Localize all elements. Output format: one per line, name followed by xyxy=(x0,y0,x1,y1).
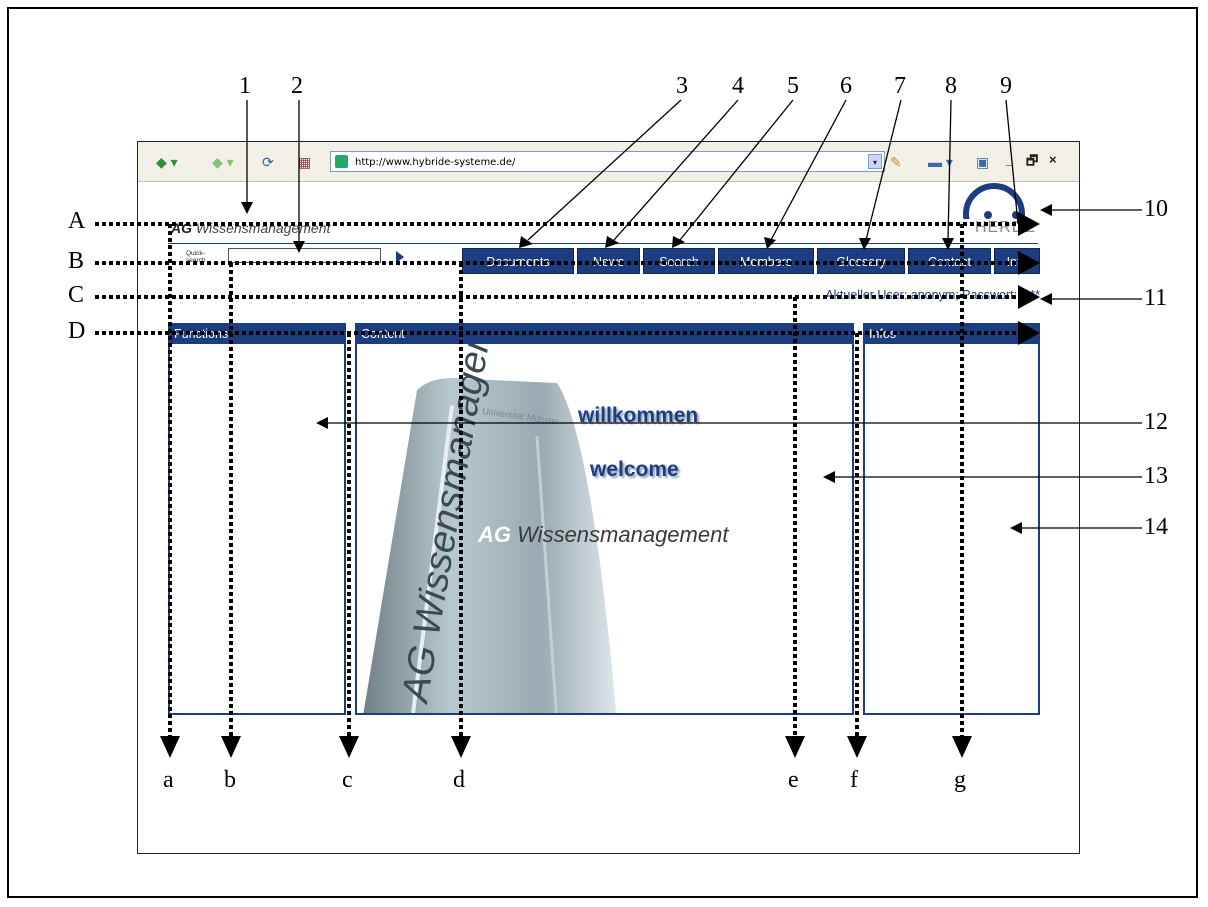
label-col-g: g xyxy=(954,767,966,793)
restore-button[interactable]: 🗗 xyxy=(1026,153,1039,168)
col-arrow-e xyxy=(785,736,805,758)
close-button[interactable]: × xyxy=(1049,152,1057,167)
leader-9 xyxy=(1005,99,1019,225)
leader-7 xyxy=(865,99,902,241)
leader-arrow-4 xyxy=(605,236,619,248)
leader-arrow-11 xyxy=(1040,293,1052,305)
leader-4 xyxy=(613,99,739,241)
hero-brand-bold: AG xyxy=(478,522,511,547)
hero-brand: AG Wissensmanagement xyxy=(478,522,728,548)
toolbar-tool-icon[interactable]: ✎ xyxy=(890,154,902,170)
label-5: 5 xyxy=(787,73,799,99)
print-icon[interactable]: ▬ ▾ xyxy=(928,154,953,170)
label-10: 10 xyxy=(1144,196,1168,222)
leader-arrow-1 xyxy=(241,202,253,214)
label-14: 14 xyxy=(1144,514,1168,540)
label-col-e: e xyxy=(788,767,799,793)
window-icon[interactable]: ▣ xyxy=(976,154,990,170)
label-9: 9 xyxy=(1000,73,1012,99)
col-arrow-c xyxy=(339,736,359,758)
page-icon xyxy=(335,155,348,168)
figure-frame xyxy=(7,7,1198,898)
row-arrow-c xyxy=(1018,285,1040,309)
label-1: 1 xyxy=(239,73,251,99)
refresh-icon[interactable]: ⟳ xyxy=(262,154,274,170)
label-row-d: D xyxy=(68,318,86,344)
leader-arrow-5 xyxy=(672,236,685,248)
hero-brand-rest: Wissensmanagement xyxy=(511,522,729,547)
hero-image: AG Wissensmanagement Universität Münster xyxy=(363,344,617,713)
stop-icon[interactable]: ▦ xyxy=(298,154,312,170)
header-rule xyxy=(168,243,1038,244)
col-arrow-g xyxy=(952,736,972,758)
row-arrow-b xyxy=(1018,251,1040,275)
label-2: 2 xyxy=(291,73,303,99)
browser-toolbar: ◆ ▾ ◆ ▾ ⟳ ▦ http://www.hybride-systeme.d… xyxy=(138,142,1079,182)
label-6: 6 xyxy=(840,73,852,99)
minimize-button[interactable]: _ xyxy=(1006,152,1014,167)
row-arrow-a xyxy=(1018,212,1040,236)
logo-dot-icon-2 xyxy=(1012,211,1020,219)
forward-icon[interactable]: ◆ ▾ xyxy=(212,154,234,170)
leader-arrow-6 xyxy=(764,237,776,249)
leader-arrow-3 xyxy=(519,236,533,248)
col-arrow-f xyxy=(847,736,867,758)
leader-arrow-8 xyxy=(942,238,954,250)
label-8: 8 xyxy=(945,73,957,99)
leader-arrow-13 xyxy=(823,471,835,483)
label-col-b: b xyxy=(224,767,236,793)
address-url: http://www.hybride-systeme.de/ xyxy=(355,157,516,168)
infos-panel: Infos xyxy=(863,323,1040,715)
quick-search-label: Quick- search xyxy=(186,250,206,264)
row-arrow-d xyxy=(1018,321,1040,345)
label-11: 11 xyxy=(1144,285,1168,311)
label-col-d: d xyxy=(453,767,465,793)
leader-6 xyxy=(770,99,847,241)
hero-welcome: welcome xyxy=(590,458,679,481)
label-row-a: A xyxy=(68,208,86,234)
label-col-c: c xyxy=(342,767,353,793)
col-arrow-b xyxy=(221,736,241,758)
label-col-a: a xyxy=(163,767,174,793)
col-arrow-a xyxy=(160,736,180,758)
logo-dot-icon xyxy=(984,211,992,219)
logo-ring-icon xyxy=(963,183,1025,219)
quick-search-go-icon[interactable] xyxy=(396,251,404,263)
label-4: 4 xyxy=(732,73,744,99)
label-7: 7 xyxy=(894,73,906,99)
leader-arrow-2 xyxy=(293,241,305,253)
label-12: 12 xyxy=(1144,409,1168,435)
label-row-b: B xyxy=(68,248,85,274)
address-dropdown-icon[interactable]: ▾ xyxy=(868,154,882,169)
label-row-c: C xyxy=(68,282,85,308)
leader-5 xyxy=(679,99,794,241)
label-3: 3 xyxy=(676,73,688,99)
back-icon[interactable]: ◆ ▾ xyxy=(156,154,178,170)
label-13: 13 xyxy=(1144,463,1168,489)
content-panel-title: Content xyxy=(357,325,852,344)
leader-3 xyxy=(527,99,682,241)
leader-8 xyxy=(947,99,952,241)
col-arrow-d xyxy=(451,736,471,758)
quick-search-input[interactable] xyxy=(228,248,381,263)
leader-arrow-10 xyxy=(1040,204,1052,216)
leader-arrow-12 xyxy=(316,417,328,429)
address-bar[interactable]: http://www.hybride-systeme.de/ ▾ xyxy=(330,151,885,172)
label-col-f: f xyxy=(850,767,858,793)
pillar-shape xyxy=(363,378,617,713)
content-panel: Content AG Wissensmanagement Universität… xyxy=(355,323,854,715)
leader-arrow-14 xyxy=(1010,522,1022,534)
hero-willkommen: willkommen xyxy=(578,404,699,427)
leader-arrow-7 xyxy=(859,238,871,250)
